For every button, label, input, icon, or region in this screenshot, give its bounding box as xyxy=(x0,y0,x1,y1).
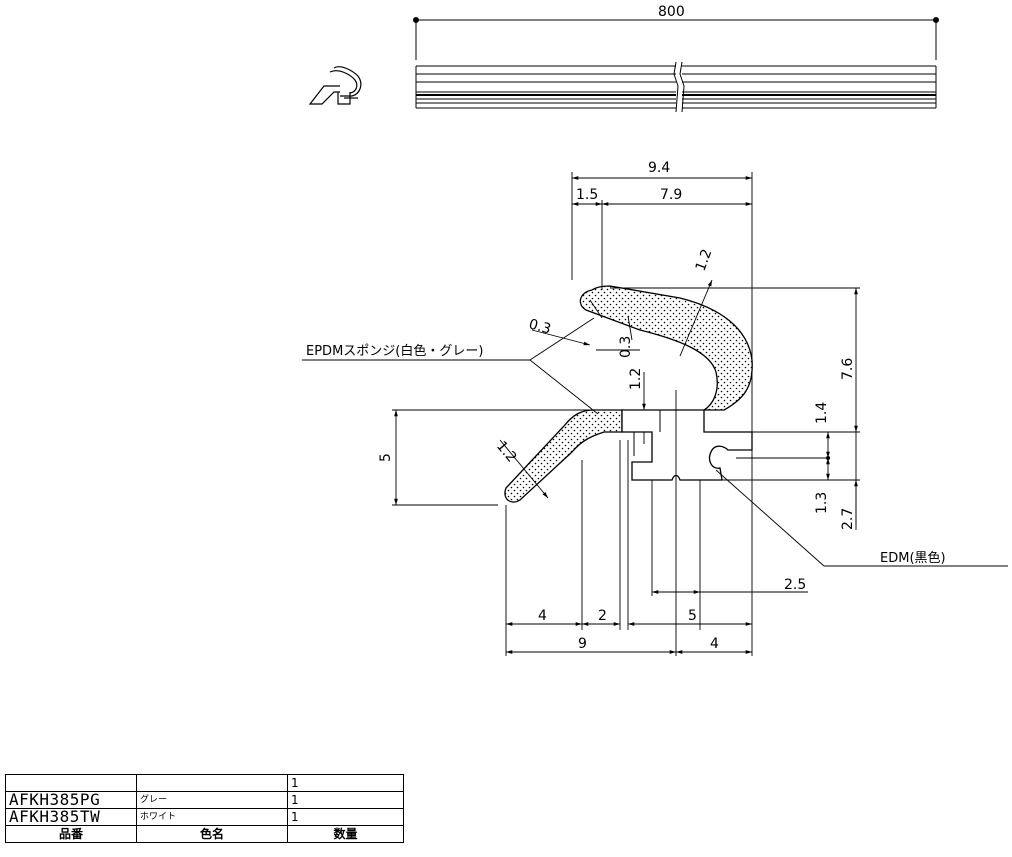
dim-width-total: 9.4 xyxy=(648,160,670,176)
part-number: AFKH385TW xyxy=(5,808,137,826)
dim-height-lower-a: 1.3 xyxy=(814,492,830,514)
profile-thumbnail-icon xyxy=(308,66,362,105)
dim-lip-gap-b: 0.3 xyxy=(618,336,634,358)
dimension-lines xyxy=(302,172,1008,656)
callout-sponge: EPDMスポンジ(白色・グレー) xyxy=(306,343,483,359)
dim-offset-left: 1.5 xyxy=(576,187,598,203)
dim-thickness-top: 1.2 xyxy=(693,247,716,273)
profile-section xyxy=(504,285,753,503)
color-name xyxy=(136,774,288,792)
lower-lip xyxy=(504,409,623,503)
core-clip xyxy=(621,409,753,481)
dim-lip-gap-a: 0.3 xyxy=(527,316,553,337)
dim-bottom-d: 9 xyxy=(578,636,587,652)
header-part-number: 品番 xyxy=(5,825,137,843)
dim-bottom-b: 2 xyxy=(598,608,607,624)
part-number xyxy=(5,774,137,792)
header-quantity: 数量 xyxy=(287,825,404,843)
table-header-row: 品番 色名 数量 xyxy=(5,825,404,843)
dim-height-upper: 1.4 xyxy=(814,402,830,424)
table-row: AFKH385TW ホワイト 1 xyxy=(5,808,404,826)
dim-height-left: 5 xyxy=(378,453,394,462)
quantity: 1 xyxy=(287,791,404,809)
table-row: AFKH385PG グレー 1 xyxy=(5,791,404,809)
dim-width-right: 7.9 xyxy=(660,187,682,203)
quantity: 1 xyxy=(287,774,404,792)
quantity: 1 xyxy=(287,808,404,826)
table-row: 1 xyxy=(5,774,404,792)
dim-thickness-lip: 1.2 xyxy=(493,438,520,465)
color-name: ホワイト xyxy=(136,808,288,826)
color-name: グレー xyxy=(136,791,288,809)
dim-length: 800 xyxy=(658,4,685,20)
strip-lines xyxy=(415,61,937,113)
part-number: AFKH385PG xyxy=(5,791,137,809)
length-view xyxy=(413,17,939,113)
dim-height-lower-b: 2.7 xyxy=(840,508,856,530)
dim-bottom-a: 4 xyxy=(538,608,547,624)
dim-thickness-mid: 1.2 xyxy=(628,368,644,390)
upper-bulb xyxy=(579,285,753,411)
header-color-name: 色名 xyxy=(136,825,288,843)
parts-table: 1 AFKH385PG グレー 1 AFKH385TW ホワイト 1 品番 色名… xyxy=(5,774,404,843)
dim-height-total: 7.6 xyxy=(840,358,856,380)
dim-slot-width: 2.5 xyxy=(784,577,806,593)
dim-bottom-e: 4 xyxy=(710,636,719,652)
dim-bottom-c: 5 xyxy=(688,608,697,624)
callout-core: EDM(黒色) xyxy=(880,550,946,566)
